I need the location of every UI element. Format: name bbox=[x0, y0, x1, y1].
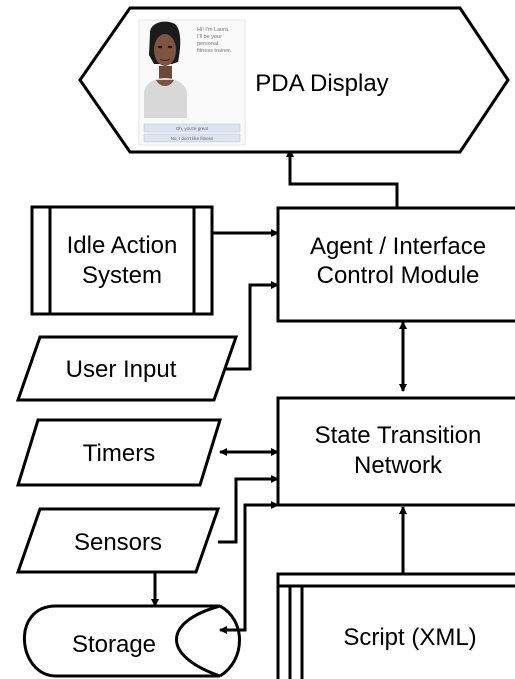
speech-line-3: personal bbox=[197, 41, 218, 47]
pda-screen-image: Hi! I'm Laura. I'll be your personal fit… bbox=[138, 19, 246, 146]
response-button-1-label: Oh, you're great bbox=[176, 126, 209, 131]
speech-line-2: I'll be your bbox=[197, 34, 222, 40]
agent-control-label-line-1: Agent / Interface bbox=[310, 233, 486, 260]
sensors-node: Sensors bbox=[15, 507, 221, 574]
user-input-label: User Input bbox=[66, 356, 177, 383]
idle-action-label-line-2: System bbox=[82, 262, 162, 289]
script-node: Script (XML) bbox=[276, 572, 515, 679]
speech-line-4: fitness trainer. bbox=[197, 48, 232, 54]
storage-label: Storage bbox=[72, 631, 156, 658]
pda-display-label: PDA Display bbox=[255, 70, 388, 97]
state-transition-node: State Transition Network bbox=[276, 396, 515, 507]
timers-node: Timers bbox=[15, 418, 223, 487]
edge-sensors-to-state bbox=[218, 475, 279, 544]
idle-action-node: Idle Action System bbox=[30, 205, 214, 316]
script-label: Script (XML) bbox=[343, 624, 476, 651]
edge-storage-state bbox=[219, 501, 279, 634]
storage-node: Storage bbox=[22, 604, 241, 678]
pda-display-node: Hi! I'm Laura. I'll be your personal fit… bbox=[78, 6, 510, 154]
state-transition-label-line-1: State Transition bbox=[315, 422, 482, 449]
edge-userinput-to-agent bbox=[226, 281, 279, 371]
speech-text: Hi! I'm Laura. I'll be your personal fit… bbox=[197, 27, 232, 54]
sensors-label: Sensors bbox=[74, 529, 162, 556]
response-button-1[interactable]: Oh, you're great bbox=[143, 123, 241, 133]
agent-control-node: Agent / Interface Control Module bbox=[276, 206, 515, 323]
agent-control-label-line-2: Control Module bbox=[317, 262, 480, 289]
timers-label: Timers bbox=[83, 440, 155, 467]
response-button-2[interactable]: No, I don't like fitness bbox=[143, 133, 241, 143]
speech-line-1: Hi! I'm Laura. bbox=[197, 27, 230, 33]
state-transition-label-line-2: Network bbox=[354, 452, 443, 479]
edge-agent-to-pda bbox=[286, 149, 399, 208]
edges bbox=[151, 149, 407, 634]
idle-action-label-line-1: Idle Action bbox=[67, 232, 178, 259]
response-button-2-label: No, I don't like fitness bbox=[171, 136, 214, 141]
user-input-node: User Input bbox=[15, 335, 239, 402]
avatar bbox=[144, 21, 187, 118]
